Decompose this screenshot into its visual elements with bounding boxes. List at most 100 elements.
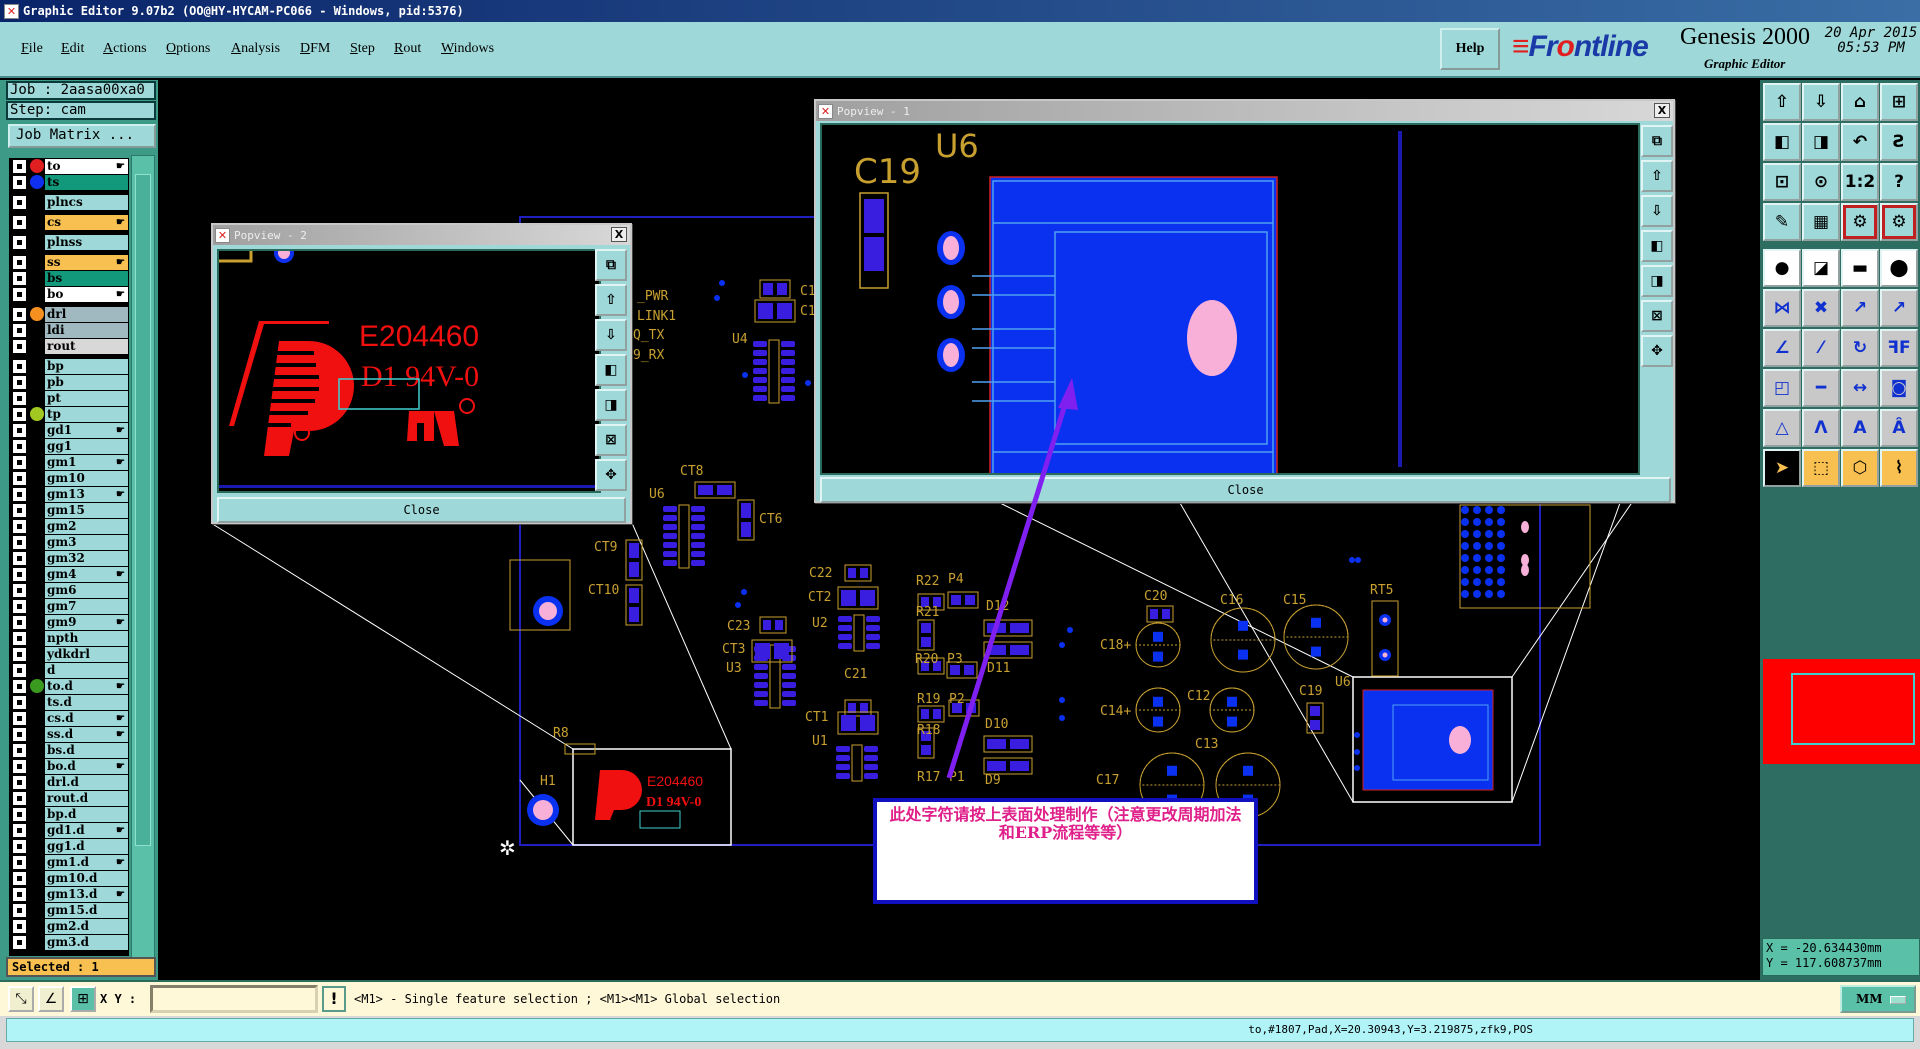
layer-checkbox[interactable] [13,823,26,837]
layer-name[interactable]: ts [45,174,128,190]
layer-checkbox[interactable] [13,307,26,321]
grid-icon[interactable]: ▦ [1802,203,1840,241]
popview-2-close-button[interactable]: Close [217,497,626,523]
layer-row-to.d[interactable]: to.d☛ [9,678,129,694]
layer-name[interactable]: gm10 [45,470,128,486]
menu-file[interactable]: File [21,41,43,56]
layer-row-cs[interactable]: cs☛ [9,214,129,230]
layer-checkbox[interactable] [13,471,26,485]
layer-row-bo[interactable]: bo☛ [9,286,129,302]
layer-up-icon[interactable]: ⇧ [1641,160,1673,192]
layer-name[interactable]: bs.d [45,742,128,758]
layer-name[interactable]: rout.d [45,790,128,806]
ruler-icon[interactable]: ▬ [1841,249,1879,287]
layer-checkbox[interactable] [13,287,26,301]
layer-name[interactable]: plnss [45,234,128,250]
layer-row-gd1.d[interactable]: gd1.d☛ [9,822,129,838]
layer-checkbox[interactable] [13,271,26,285]
layer-name[interactable]: gm1.d☛ [45,854,128,870]
layer-checkbox[interactable] [13,215,26,229]
layer-checkbox[interactable] [13,439,26,453]
unit-selector[interactable]: MM [1840,985,1916,1013]
menu-actions[interactable]: Actions [103,41,147,56]
net-highlight-icon[interactable]: ⚙ [1841,203,1879,241]
layer-row-gm6[interactable]: gm6 [9,582,129,598]
xy-grid-icon[interactable]: ⊞ [1880,83,1918,121]
copy-pad-icon[interactable]: ↗ [1880,289,1918,327]
layer-checkbox[interactable] [13,871,26,885]
move-line-icon[interactable]: ⁄ [1802,329,1840,367]
select-feature-icon[interactable]: ● [1763,249,1801,287]
layer-row-ldi[interactable]: ldi [9,322,129,338]
layer-name[interactable]: gm6 [45,582,128,598]
layer-name[interactable]: gd1☛ [45,422,128,438]
layer-name[interactable]: gm15.d [45,902,128,918]
layer-row-gm10.d[interactable]: gm10.d [9,870,129,886]
scroll-thumb[interactable] [135,174,151,846]
layer-checkbox[interactable] [13,175,26,189]
layer-checkbox[interactable] [13,743,26,757]
pointer-poly-icon[interactable]: ⬡ [1841,449,1879,487]
layer-checkbox[interactable] [13,775,26,789]
layer-name[interactable]: bo.d☛ [45,758,128,774]
layer-checkbox[interactable] [13,323,26,337]
layer-name[interactable]: gm1☛ [45,454,128,470]
help-button[interactable]: Help [1440,28,1500,70]
net-highlight-2-icon[interactable]: ⚙ [1880,203,1918,241]
layer-name[interactable]: gm4☛ [45,566,128,582]
menu-dfm[interactable]: DFM [300,41,331,56]
resize-icon[interactable]: ◰ [1763,369,1801,407]
break-line-icon[interactable]: ━ [1802,369,1840,407]
layer-row-gm15[interactable]: gm15 [9,502,129,518]
pan-right-icon[interactable]: ◨ [1641,265,1673,297]
layer-checkbox[interactable] [13,567,26,581]
layer-row-cs.d[interactable]: cs.d☛ [9,710,129,726]
layer-row-d[interactable]: d [9,662,129,678]
layer-name[interactable]: gm7 [45,598,128,614]
layer-name[interactable]: cs☛ [45,214,128,230]
arc-edit-3-icon[interactable]: Â [1880,409,1918,447]
menu-windows[interactable]: Windows [441,41,495,56]
layer-row-pt[interactable]: pt [9,390,129,406]
layer-name[interactable]: ss.d☛ [45,726,128,742]
layer-row-rout.d[interactable]: rout.d [9,790,129,806]
mini-map[interactable] [1763,659,1920,764]
layer-row-gm15.d[interactable]: gm15.d [9,902,129,918]
layer-checkbox[interactable] [13,195,26,209]
close-icon[interactable]: X [611,227,627,242]
layer-name[interactable]: gm2.d [45,918,128,934]
layer-name[interactable]: gg1.d [45,838,128,854]
layer-row-bs.d[interactable]: bs.d [9,742,129,758]
menu-analysis[interactable]: Analysis [231,41,281,56]
layer-row-gg1[interactable]: gg1 [9,438,129,454]
layer-checkbox[interactable] [13,375,26,389]
mirror-icon[interactable]: ꟻF [1880,329,1918,367]
xy-input[interactable] [150,985,318,1013]
layer-row-gm7[interactable]: gm7 [9,598,129,614]
layer-name[interactable]: gm32 [45,550,128,566]
select-pad-icon[interactable]: ⬤ [1880,249,1918,287]
layer-checkbox[interactable] [13,791,26,805]
layer-name[interactable]: bp [45,358,128,374]
rotate-line-icon[interactable]: ∠ [1763,329,1801,367]
layer-checkbox[interactable] [13,423,26,437]
layer-name[interactable]: bo☛ [45,286,128,302]
layer-row-ydkdrl[interactable]: ydkdrl [9,646,129,662]
triangle-edit-icon[interactable]: △ [1763,409,1801,447]
layer-row-ss.d[interactable]: ss.d☛ [9,726,129,742]
mini-map-viewport[interactable] [1791,673,1915,745]
layer-checkbox[interactable] [13,887,26,901]
layer-name[interactable]: gm15 [45,502,128,518]
window-icon[interactable]: ⧉ [595,249,627,281]
layer-checkbox[interactable] [13,615,26,629]
window-icon[interactable]: ⧉ [1641,125,1673,157]
layer-row-tp[interactable]: tp [9,406,129,422]
layer-checkbox[interactable] [13,663,26,677]
layer-checkbox[interactable] [13,407,26,421]
pan-left-icon[interactable]: ◧ [1641,230,1673,262]
layer-row-bs[interactable]: bs [9,270,129,286]
zoom-center-icon[interactable]: ⊙ [1802,163,1840,201]
layer-name[interactable]: bs [45,270,128,286]
layer-checkbox[interactable] [13,487,26,501]
layer-name[interactable]: ts.d [45,694,128,710]
